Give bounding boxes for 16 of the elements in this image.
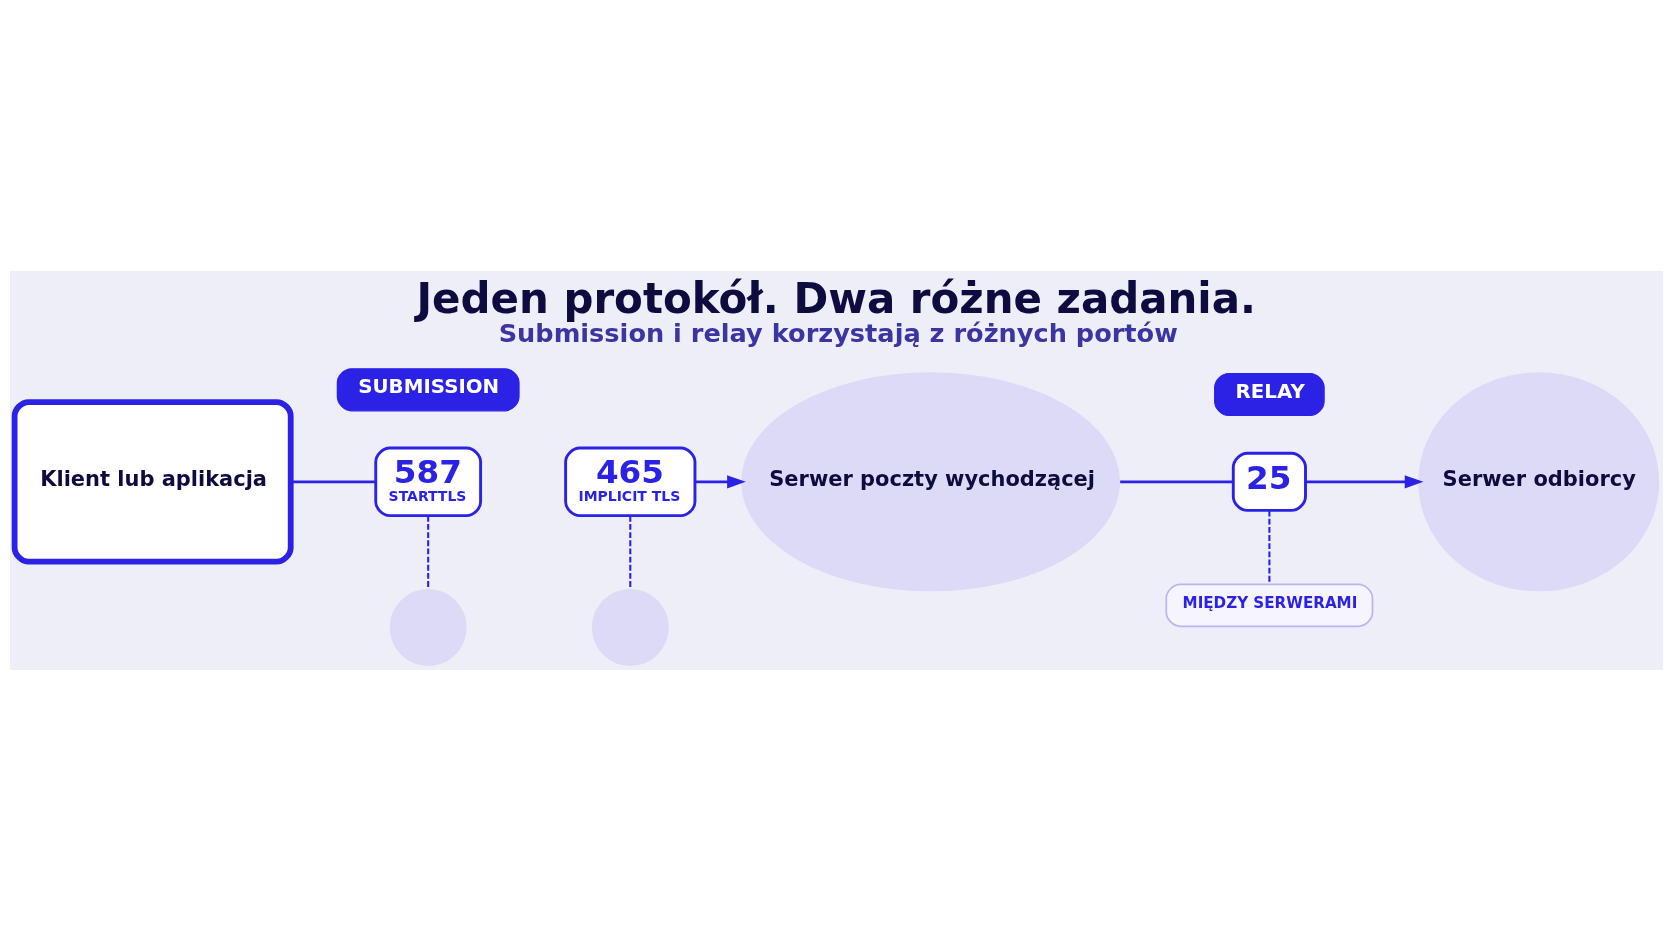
node-box: 587 STARTTLS [373, 446, 482, 518]
connector [1267, 510, 1270, 585]
arrow [694, 475, 746, 489]
node-box: MIĘDZY SERWERAMI [1164, 583, 1373, 628]
node-box: 25 [1231, 451, 1307, 512]
connector [1119, 480, 1233, 484]
node-box: 465 IMPLICIT TLS [563, 446, 696, 518]
connector [426, 515, 429, 590]
node-ellipse: Serwer poczty wychodzącej [740, 372, 1120, 592]
node-box: RELAY [1213, 372, 1325, 417]
node-box: Klient lub aplikacja [11, 399, 294, 565]
connector [290, 480, 375, 484]
node-box: SUBMISSION [336, 368, 520, 412]
node-circle: Serwer odbiorcy [1417, 372, 1659, 592]
arrow [1305, 475, 1423, 489]
connector [628, 515, 631, 590]
